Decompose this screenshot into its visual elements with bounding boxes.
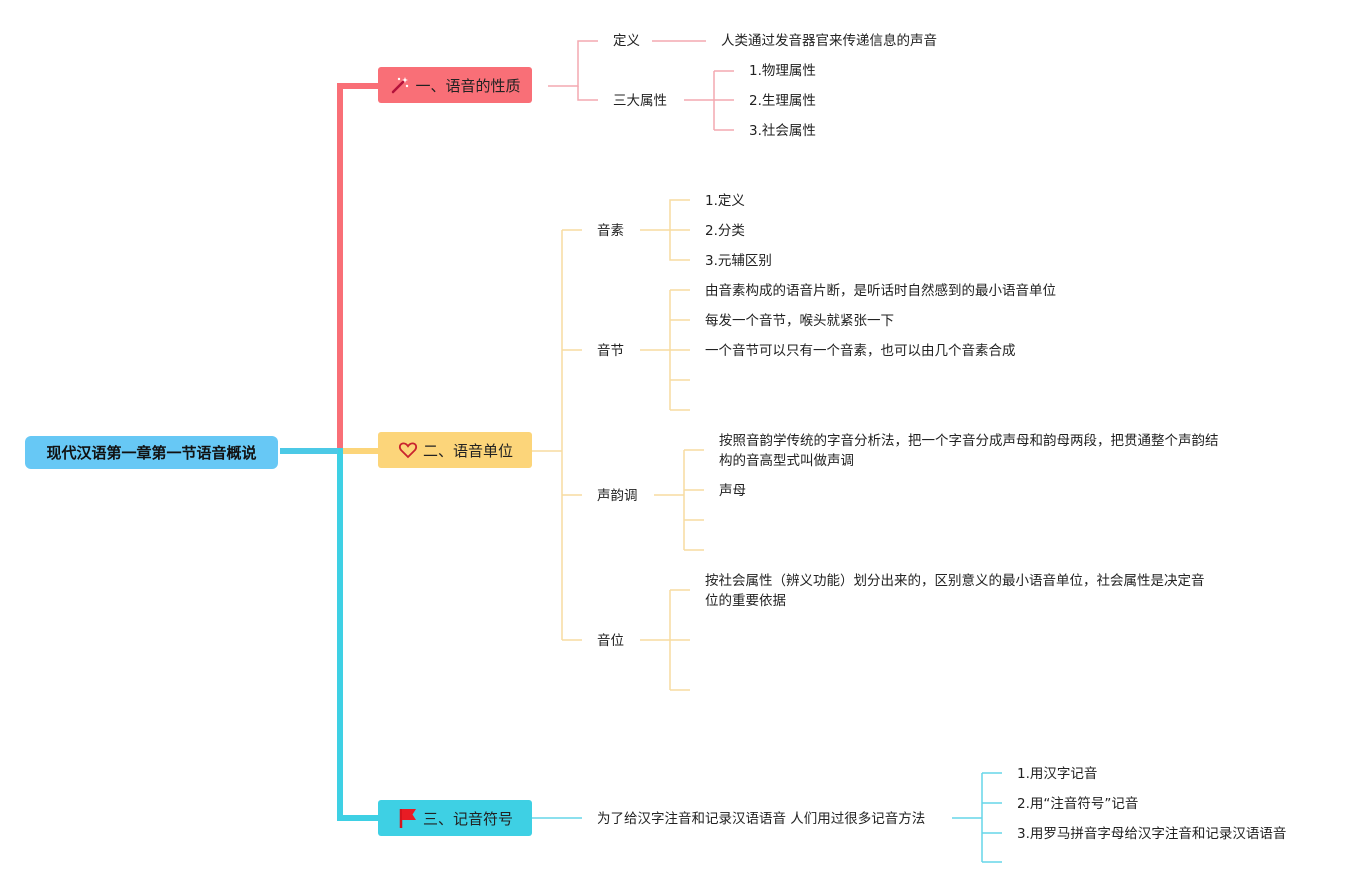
branch-topic-units[interactable]: 二、语音单位	[378, 432, 532, 468]
leaf-traditional-analysis[interactable]: 按照音韵学传统的字音分析法，把一个字音分成声母和韵母两段，把贯通整个声韵结构的音…	[719, 433, 1219, 469]
trunk-connector-3	[280, 448, 378, 821]
leaf-phonemic-unit-definition[interactable]: 按社会属性（辨义功能）划分出来的，区别意义的最小语音单位，社会属性是决定音位的重…	[705, 573, 1205, 609]
leaf-syllable-larynx[interactable]: 每发一个音节，喉头就紧张一下	[705, 313, 894, 329]
root-topic-label: 现代汉语第一章第一节语音概说	[46, 444, 257, 462]
subtopic-initials-finals-tones[interactable]: 声韵调	[597, 488, 638, 504]
subtopic-definition[interactable]: 定义	[613, 33, 640, 49]
branch-topic-notation[interactable]: 三、记音符号	[378, 800, 532, 836]
subtopic-syllable[interactable]: 音节	[597, 343, 624, 359]
leaf-phoneme-definition[interactable]: 1.定义	[705, 193, 745, 209]
leaf-chinese-characters[interactable]: 1.用汉字记音	[1017, 766, 1098, 782]
subtopic-notation-methods[interactable]: 为了给汉字注音和记录汉语语音 人们用过很多记音方法	[597, 811, 926, 827]
leaf-definition-text[interactable]: 人类通过发音器官来传递信息的声音	[721, 33, 937, 49]
leaf-vowel-consonant-difference[interactable]: 3.元辅区别	[705, 253, 772, 269]
leaf-social-attribute[interactable]: 3.社会属性	[749, 123, 816, 139]
heart-icon	[397, 439, 419, 461]
root-topic[interactable]: 现代汉语第一章第一节语音概说	[25, 436, 278, 469]
leaf-initial-consonant[interactable]: 声母	[719, 483, 746, 499]
branch-topic-label: 二、语音单位	[422, 441, 513, 460]
leaf-physiological-attribute[interactable]: 2.生理属性	[749, 93, 816, 109]
leaf-roman-alphabet[interactable]: 3.用罗马拼音字母给汉字注音和记录汉语语音	[1017, 826, 1287, 842]
trunk-connector-1	[280, 83, 378, 454]
branch-topic-label: 一、语音的性质	[415, 76, 521, 95]
leaf-zhuyin-symbols[interactable]: 2.用“注音符号”记音	[1017, 796, 1139, 812]
leaf-phoneme-classification[interactable]: 2.分类	[705, 223, 745, 239]
subtopic-phoneme[interactable]: 音素	[597, 223, 624, 239]
leaf-syllable-composition[interactable]: 一个音节可以只有一个音素，也可以由几个音素合成	[705, 343, 1016, 359]
branch-topic-nature[interactable]: 一、语音的性质	[378, 67, 532, 103]
magic-wand-icon	[389, 74, 411, 96]
leaf-physical-attribute[interactable]: 1.物理属性	[749, 63, 816, 79]
red-flag-icon	[397, 807, 419, 829]
leaf-syllable-definition[interactable]: 由音素构成的语音片断，是听话时自然感到的最小语音单位	[705, 283, 1056, 299]
branch-topic-label: 三、记音符号	[422, 809, 513, 828]
subtopic-phonemic-unit[interactable]: 音位	[597, 633, 624, 649]
subtopic-three-attributes[interactable]: 三大属性	[613, 93, 667, 109]
